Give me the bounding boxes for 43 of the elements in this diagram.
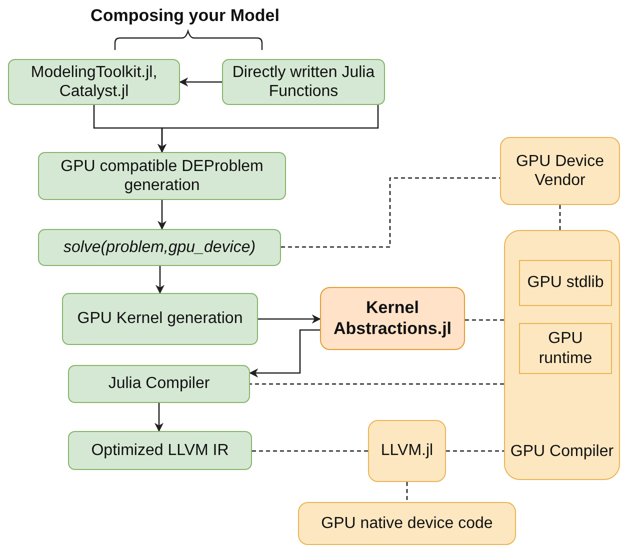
- dashed-connector: [250, 383, 504, 385]
- process-box: [68, 365, 250, 403]
- component-box: [519, 323, 612, 374]
- arrow: [154, 403, 164, 432]
- process-box: [298, 502, 516, 545]
- node-text: Julia Compiler: [108, 374, 210, 394]
- node-text: GPU stdlib: [527, 273, 604, 293]
- node-text: GPU Kernel generation: [77, 309, 243, 329]
- process-box: [8, 59, 180, 105]
- node-text: GPU native device code: [321, 514, 493, 534]
- arrow: [258, 314, 321, 324]
- process-box: [222, 59, 385, 105]
- dashed-connector: [559, 205, 561, 230]
- node-text: ModelingToolkit.jl, Catalyst.jl: [30, 62, 158, 102]
- dashed-connector: [465, 319, 504, 321]
- dashed-connector: [281, 177, 500, 248]
- process-box: [62, 293, 258, 345]
- arrow: [155, 266, 165, 294]
- arrow: [179, 77, 222, 87]
- process-box: [500, 137, 620, 205]
- node-text: GPU Device Vendor: [514, 152, 606, 190]
- node-text: GPU Compiler: [510, 442, 614, 461]
- process-box: [38, 152, 286, 200]
- dashed-connector: [252, 450, 368, 452]
- diagram-title: Composing your Model: [90, 6, 280, 26]
- node-text: Kernel Abstractions.jl: [332, 298, 453, 339]
- process-box: [68, 431, 252, 470]
- node-text: Optimized LLVM IR: [91, 440, 229, 460]
- node-text: solve(problem,gpu_device): [63, 238, 256, 258]
- arrow: [157, 200, 167, 230]
- dashed-connector: [406, 482, 408, 502]
- arrow: [157, 105, 379, 153]
- arrow: [249, 329, 320, 378]
- dashed-connector: [446, 450, 504, 452]
- process-box: [320, 287, 465, 350]
- node-text: LLVM.jl: [380, 441, 434, 461]
- node-text: Directly written Julia Functions: [231, 62, 376, 102]
- node-text: GPU runtime: [538, 329, 594, 368]
- process-box: [38, 229, 281, 266]
- container-box: [504, 230, 620, 480]
- node-text: GPU compatible DEProblem generation: [60, 156, 264, 196]
- process-box: [368, 420, 446, 482]
- component-box: [519, 260, 612, 306]
